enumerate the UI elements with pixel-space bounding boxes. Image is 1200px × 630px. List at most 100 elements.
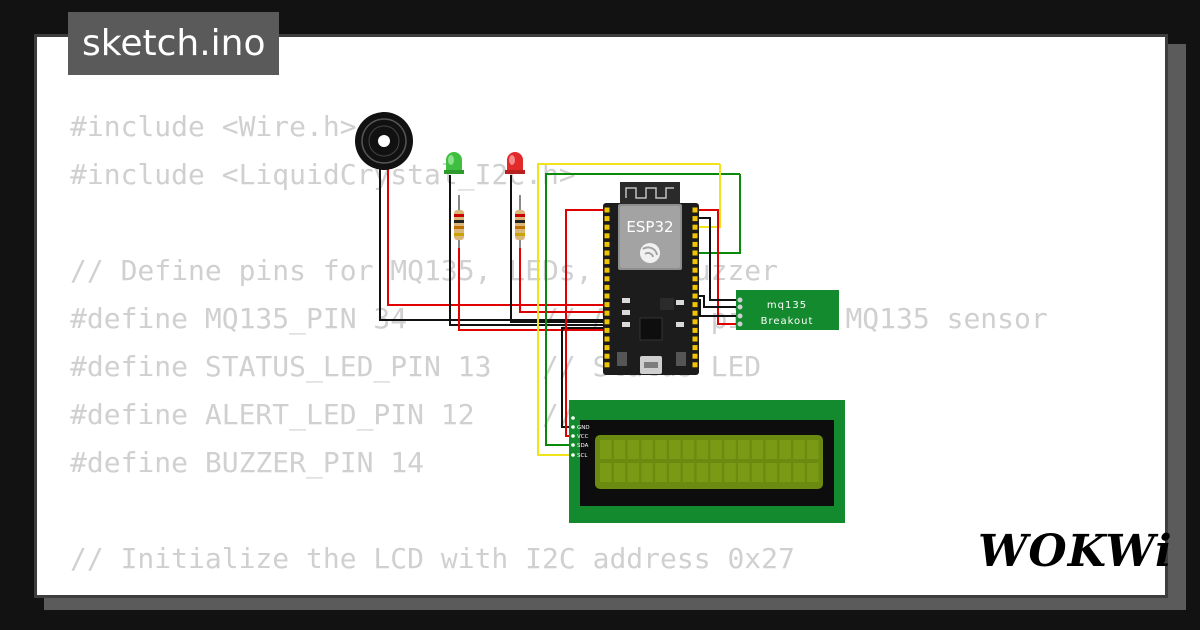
esp32-pin bbox=[604, 293, 610, 299]
lcd-cell bbox=[655, 463, 667, 482]
lcd-cell bbox=[600, 463, 612, 482]
lcd-cell bbox=[751, 440, 764, 459]
lcd-pin-sda: SDA bbox=[577, 443, 589, 449]
wire-green-led-gnd bbox=[449, 175, 605, 326]
esp32-pin bbox=[604, 267, 610, 273]
lcd-pin-gnd: GND bbox=[577, 425, 590, 431]
wire-buzzer-gnd bbox=[379, 165, 605, 321]
wokwi-logo: WOKWi bbox=[978, 526, 1173, 577]
lcd-cell bbox=[600, 440, 612, 459]
esp32-pin bbox=[604, 276, 610, 282]
esp32-pin bbox=[604, 345, 610, 351]
lcd-cell bbox=[807, 440, 819, 459]
esp32-pin bbox=[692, 267, 698, 273]
lcd-cell bbox=[682, 463, 695, 482]
esp32-pin bbox=[692, 224, 698, 230]
lcd-pin-scl: SCL bbox=[577, 453, 588, 459]
lcd-cell bbox=[641, 463, 653, 482]
lcd-display[interactable]: GND VCC SDA SCL bbox=[569, 400, 845, 523]
wire-red-led-signal bbox=[519, 243, 605, 313]
red-led[interactable] bbox=[505, 152, 525, 174]
lcd-cell bbox=[627, 440, 640, 459]
esp32-label: ESP32 bbox=[626, 218, 673, 236]
lcd-cell bbox=[669, 440, 681, 459]
esp32-pin bbox=[692, 216, 698, 222]
wire-scl-to-esp bbox=[696, 164, 721, 228]
code-line: // Initialize the LCD with I2C address 0… bbox=[70, 542, 795, 575]
esp32-pin bbox=[604, 302, 610, 308]
lcd-cell bbox=[641, 440, 653, 459]
esp32-pin bbox=[692, 302, 698, 308]
lcd-cell bbox=[682, 440, 695, 459]
esp32-pin bbox=[604, 216, 610, 222]
lcd-cell bbox=[779, 463, 791, 482]
code-line: #define BUZZER_PIN 14 bbox=[70, 446, 425, 479]
lcd-cell bbox=[655, 440, 667, 459]
lcd-cell bbox=[627, 463, 640, 482]
wire-mq135-gnd bbox=[696, 217, 740, 301]
esp32-pin bbox=[604, 259, 610, 265]
code-line: LiquidCrystal_I2C lcd(0x27, 16, 2); bbox=[70, 583, 1048, 595]
lcd-cell bbox=[613, 440, 626, 459]
lcd-cell bbox=[710, 440, 722, 459]
esp32-pin bbox=[604, 207, 610, 213]
lcd-cell bbox=[765, 463, 778, 482]
wire-lcd-sda bbox=[545, 173, 740, 446]
esp32-pin bbox=[604, 224, 610, 230]
mq135-breakout[interactable]: mq135 Breakout bbox=[736, 290, 839, 330]
lcd-cell bbox=[724, 440, 736, 459]
wire-red-led-gnd bbox=[510, 175, 605, 323]
esp32-pin bbox=[692, 241, 698, 247]
esp32-pin bbox=[692, 345, 698, 351]
lcd-cell bbox=[613, 463, 626, 482]
lcd-cell bbox=[738, 463, 750, 482]
esp32-pin bbox=[692, 336, 698, 342]
wire-lcd-scl bbox=[537, 163, 720, 456]
esp32-pin bbox=[692, 259, 698, 265]
esp32-pin bbox=[692, 310, 698, 316]
esp32-pin bbox=[692, 353, 698, 359]
esp32-pin bbox=[692, 284, 698, 290]
mq135-label: mq135 bbox=[767, 300, 807, 311]
wire-buzzer-signal bbox=[387, 165, 605, 306]
resistor[interactable] bbox=[515, 195, 525, 248]
esp32-pin bbox=[604, 327, 610, 333]
code-line: #include <Wire.h> bbox=[70, 110, 357, 143]
wire-green-led-signal bbox=[458, 243, 605, 331]
filename-tab[interactable]: sketch.ino bbox=[68, 12, 280, 75]
esp32-pins bbox=[604, 207, 698, 368]
lcd-character-cells bbox=[600, 440, 819, 482]
lcd-cell bbox=[793, 440, 805, 459]
wire-mq135-aout bbox=[696, 295, 740, 308]
lcd-cell bbox=[751, 463, 764, 482]
lcd-cell bbox=[765, 440, 778, 459]
esp32-pin bbox=[604, 284, 610, 290]
lcd-cell bbox=[710, 463, 722, 482]
lcd-cell bbox=[669, 463, 681, 482]
lcd-cell bbox=[793, 463, 805, 482]
esp32-pin bbox=[692, 362, 698, 368]
lcd-cell bbox=[696, 440, 709, 459]
esp32-pin bbox=[692, 276, 698, 282]
lcd-cell bbox=[724, 463, 736, 482]
esp32-pin bbox=[692, 327, 698, 333]
lcd-cell bbox=[738, 440, 750, 459]
lcd-pin-vcc: VCC bbox=[577, 434, 589, 440]
esp32-pin bbox=[604, 250, 610, 256]
esp32-pin bbox=[692, 233, 698, 239]
esp32-pin bbox=[692, 250, 698, 256]
esp32-pin bbox=[692, 207, 698, 213]
mq135-sublabel: Breakout bbox=[761, 316, 814, 327]
green-led[interactable] bbox=[444, 152, 464, 174]
lcd-cell bbox=[779, 440, 791, 459]
espressif-logo-icon bbox=[640, 243, 660, 263]
esp32-pin bbox=[604, 353, 610, 359]
esp32-pin bbox=[604, 310, 610, 316]
esp32-pin bbox=[604, 241, 610, 247]
esp32-board[interactable]: ESP32 bbox=[603, 182, 699, 375]
lcd-cell bbox=[807, 463, 819, 482]
buzzer[interactable] bbox=[355, 112, 413, 170]
resistor[interactable] bbox=[454, 195, 464, 248]
lcd-cell bbox=[696, 463, 709, 482]
